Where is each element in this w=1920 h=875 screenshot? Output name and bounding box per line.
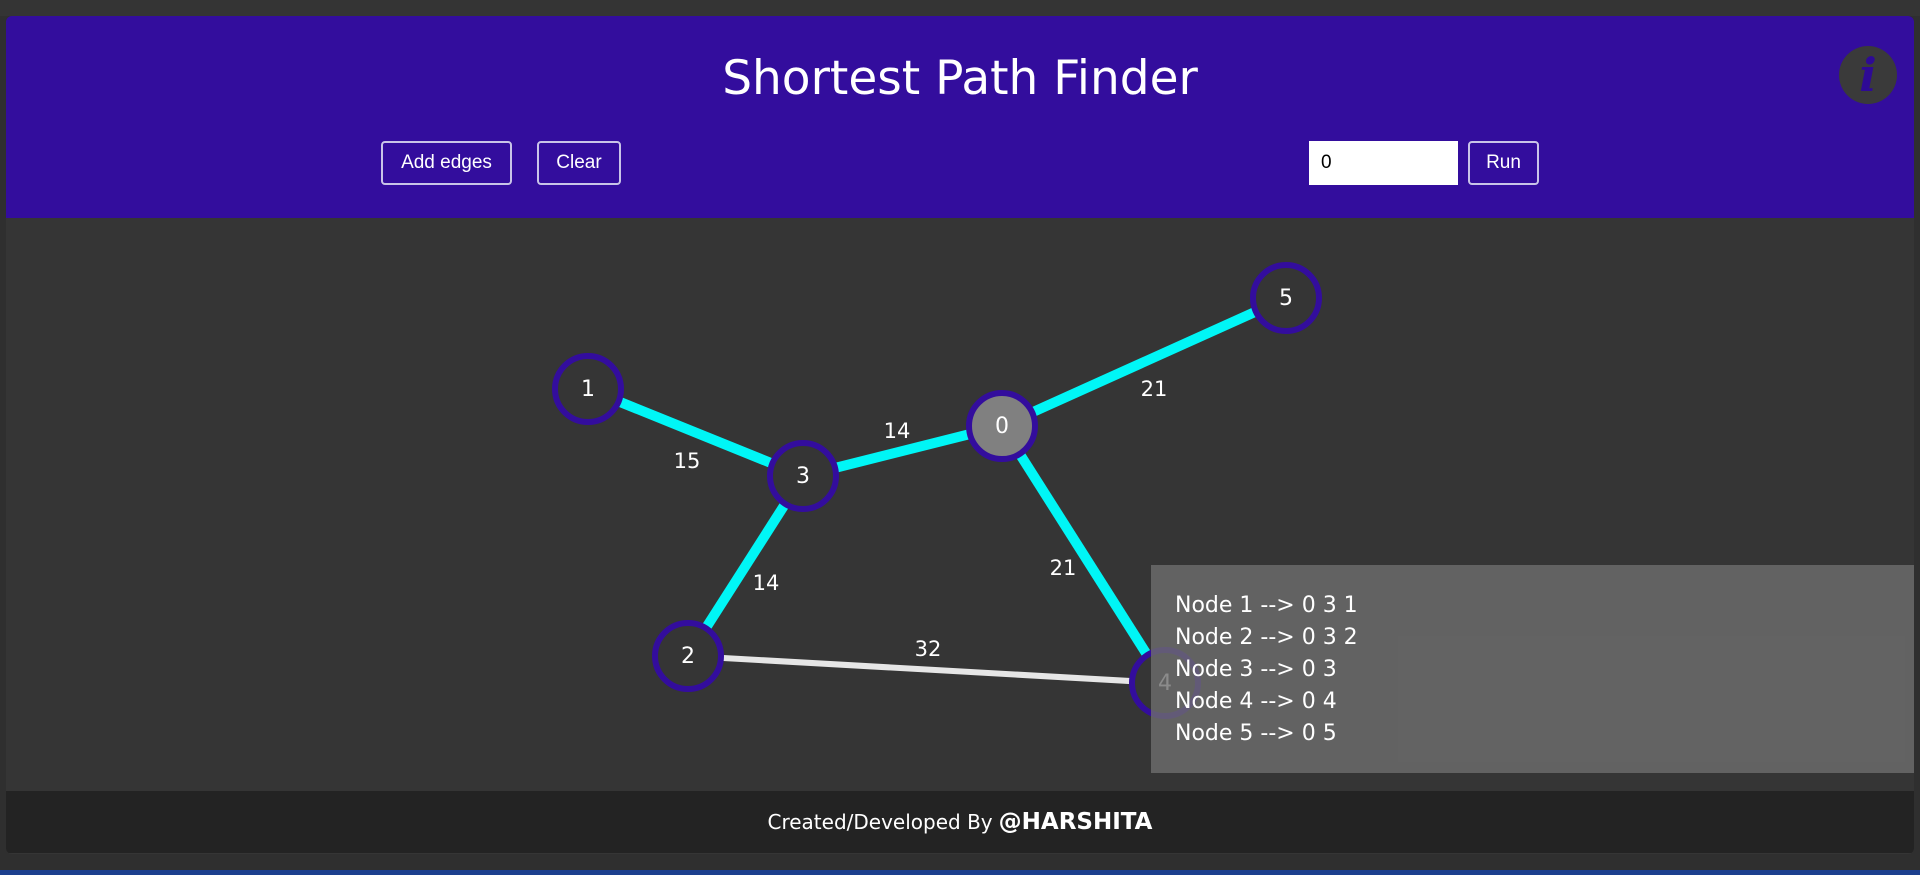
edge-0-4 — [997, 423, 1170, 686]
edge-weight-2-4: 32 — [915, 637, 942, 661]
footer-author: @HARSHITA — [998, 809, 1153, 835]
browser-top-strip — [0, 0, 1920, 16]
node-circle-1[interactable] — [552, 353, 624, 425]
node-circle-5[interactable] — [1250, 262, 1322, 334]
result-line-node-5: Node 5 --> 0 5 — [1175, 721, 1337, 746]
edge-weight-3-2: 14 — [753, 571, 780, 595]
graph-node-1[interactable]: 1 — [552, 353, 624, 425]
info-glyph: i — [1859, 48, 1877, 102]
node-circle-0[interactable] — [966, 390, 1038, 462]
taskbar-edge — [0, 870, 1920, 875]
result-line-node-3: Node 3 --> 0 3 — [1175, 657, 1337, 682]
edge-0-5 — [999, 293, 1289, 431]
node-circle-2[interactable] — [652, 620, 724, 692]
result-line-node-2: Node 2 --> 0 3 2 — [1175, 625, 1358, 650]
weight-label-layer: 14 21 21 15 14 32 — [674, 377, 1168, 661]
edge-weight-0-5: 21 — [1141, 377, 1168, 401]
result-line-node-1: Node 1 --> 0 3 1 — [1175, 593, 1358, 618]
graph-node-0[interactable]: 0 — [966, 390, 1038, 462]
edge-2-4 — [687, 653, 1166, 686]
footer: Created/Developed By @HARSHITA — [6, 791, 1914, 853]
source-node-input[interactable]: 0 — [1309, 141, 1458, 185]
header: Shortest Path Finder Add edges Clear 0 R… — [6, 16, 1914, 218]
edge-weight-3-1: 15 — [674, 449, 701, 473]
run-button[interactable]: Run — [1468, 141, 1539, 185]
node-label-1: 1 — [581, 377, 595, 402]
node-label-0: 0 — [995, 414, 1009, 439]
node-label-2: 2 — [681, 644, 695, 669]
clear-button[interactable]: Clear — [537, 141, 621, 185]
graph-node-5[interactable]: 5 — [1250, 262, 1322, 334]
node-label-3: 3 — [796, 464, 810, 489]
edge-weight-0-3: 14 — [884, 419, 911, 443]
app-container: Shortest Path Finder Add edges Clear 0 R… — [6, 16, 1914, 854]
node-label-5: 5 — [1279, 286, 1293, 311]
node-circle-3[interactable] — [767, 440, 839, 512]
footer-text: Created/Developed By — [767, 810, 993, 834]
result-line-node-4: Node 4 --> 0 4 — [1175, 689, 1337, 714]
graph-node-2[interactable]: 2 — [652, 620, 724, 692]
edge-3-1 — [586, 384, 805, 481]
shortest-path-results: Node 1 --> 0 3 1 Node 2 --> 0 3 2 Node 3… — [1151, 565, 1914, 773]
graph-node-3[interactable]: 3 — [767, 440, 839, 512]
add-edges-button[interactable]: Add edges — [381, 141, 512, 185]
edge-weight-0-4: 21 — [1050, 556, 1077, 580]
info-icon[interactable]: i — [1839, 46, 1897, 104]
page-title: Shortest Path Finder — [722, 51, 1198, 106]
